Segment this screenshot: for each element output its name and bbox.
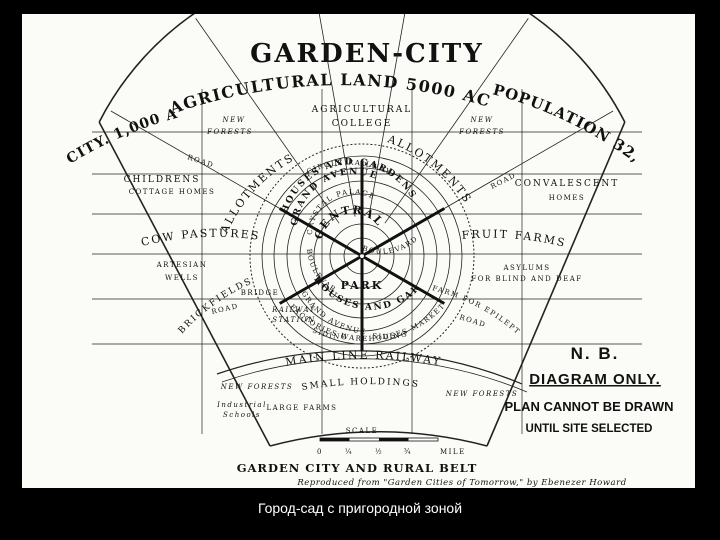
scale-bar: SCALE 0 ¼ ½ ¾ MILE <box>317 427 466 456</box>
childrens-label-1: CHILDRENS <box>124 175 201 185</box>
right-edge-line <box>486 121 626 447</box>
road-lower-right-label: ROAD <box>458 313 487 329</box>
ring-1 <box>261 155 463 357</box>
park-label: PARK <box>341 279 384 292</box>
new-forests-right-1: NEW <box>470 116 494 124</box>
slide-caption: Город-сад с пригородной зоной <box>257 500 463 516</box>
bridge-label: BRIDGE <box>241 289 280 297</box>
plan-cannot-label: PLAN CANNOT BE DRAWN <box>505 399 674 414</box>
convalescent-label-2: HOMES <box>549 194 585 202</box>
new-forests-bottom-right: NEW FORESTS <box>445 390 518 398</box>
large-farms-label: LARGE FARMS <box>267 404 338 412</box>
radial-spoke-5 <box>384 18 529 224</box>
radial-spoke-4 <box>368 14 406 217</box>
industrial-schools-label-2: Schools <box>223 411 261 419</box>
footer-reproduced: Reproduced from "Garden Cities of Tomorr… <box>296 478 626 488</box>
railway-station-label-1: RAILWAY <box>271 306 316 314</box>
childrens-label-2: COTTAGE HOMES <box>129 188 216 196</box>
asylums-label-1: ASYLUMS <box>502 264 550 272</box>
boulevard-6 <box>278 207 362 257</box>
industrial-schools-label-1: Industrial <box>216 401 267 409</box>
scale-tick-1: ¼ <box>345 448 353 456</box>
boulevard-3 <box>362 255 446 305</box>
siding-right-label: SIDING <box>372 330 409 341</box>
agricultural-college-label-1: AGRICULTURAL <box>311 105 413 115</box>
allotments-right-label: ALLOTMENTS <box>385 132 474 206</box>
circle-railway-ring <box>249 143 475 369</box>
main-line-railway-label: MAIN LINE RAILWAY <box>284 349 443 369</box>
convalescent-label-1: CONVALESCENT <box>515 179 620 189</box>
road-left-label: ROAD <box>186 153 215 169</box>
new-forests-right-2: FORESTS <box>458 128 505 136</box>
diagram-title: GARDEN-CITY <box>250 39 484 69</box>
diagram-sheet: GARDEN-CITY AGRICULTURAL LAND 5000 ACRES… <box>22 14 695 488</box>
artesian-label-1: ARTESIAN <box>156 261 208 269</box>
footer-heading: GARDEN CITY AND RURAL BELT <box>237 461 478 475</box>
radial-spoke-3 <box>318 14 356 217</box>
scale-tick-0: 0 <box>317 448 323 456</box>
scale-label: SCALE <box>346 427 378 435</box>
brickfields-label: BRICKFIELDS <box>177 276 255 336</box>
fan-grid <box>92 14 642 447</box>
radial-spoke-2 <box>195 18 340 224</box>
railway-station-label-2: STATION <box>272 316 316 324</box>
artesian-label-2: WELLS <box>165 274 199 282</box>
new-forests-left-1: NEW <box>222 116 246 124</box>
cow-pastures-label: COW PASTURES <box>140 227 261 249</box>
fruit-farms-label: FRUIT FARMS <box>461 228 568 250</box>
allotments-left-label: ALLOTMENTS <box>217 151 296 236</box>
new-forests-left-2: FORESTS <box>206 128 253 136</box>
until-site-label: UNTIL SITE SELECTED <box>526 423 653 435</box>
garden-city-diagram: GARDEN-CITY AGRICULTURAL LAND 5000 ACRES… <box>22 14 674 488</box>
nb-label: N. B. <box>571 344 620 363</box>
boulevard-5 <box>278 255 362 305</box>
left-edge-line <box>98 121 271 447</box>
city-label: CITY. 1,000 ACRES <box>22 14 180 167</box>
small-holdings-label: SMALL HOLDINGS <box>301 377 421 393</box>
diagram-only-label: DIAGRAM ONLY. <box>529 371 661 388</box>
main-railway-line-1 <box>216 350 523 385</box>
scale-tick-2: ½ <box>375 448 383 456</box>
scale-tick-3: ¾ <box>404 448 412 456</box>
asylums-label-2: FOR BLIND AND DEAF <box>471 275 582 283</box>
boulevard-right-label: BOULEVARD <box>361 234 420 256</box>
outer-boundary-arc <box>98 14 626 123</box>
scale-tick-4: MILE <box>440 448 466 456</box>
agricultural-college-label-2: COLLEGE <box>332 119 393 129</box>
bottom-arc <box>269 431 488 447</box>
new-forests-bottom-left: NEW FORESTS <box>220 383 293 391</box>
boulevard-2 <box>362 207 446 257</box>
main-railway-line-2 <box>221 358 528 393</box>
